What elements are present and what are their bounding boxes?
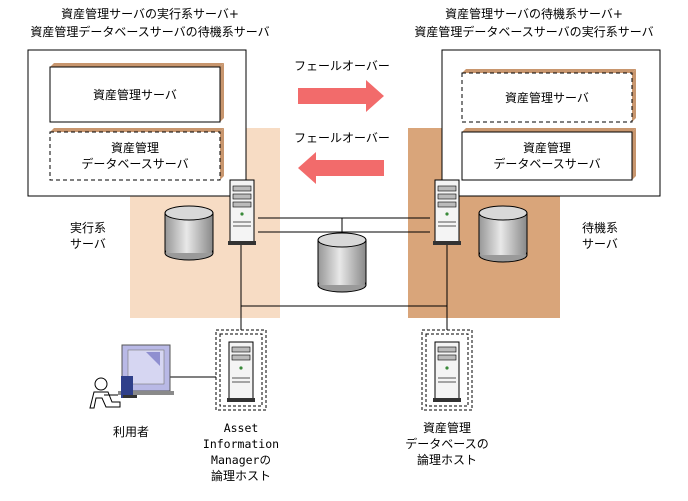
- standby-role-line1: 待機系: [582, 220, 618, 235]
- db-host-label-line1: 資産管理: [423, 420, 471, 435]
- left-server-tower-icon: [228, 179, 256, 245]
- left-db-server-label-line2: データベースサーバ: [81, 156, 188, 171]
- right-asset-server-box: [461, 72, 633, 123]
- db-host-label-line2: データベースの: [405, 436, 488, 451]
- left-server-title-line2: 資産管理データベースサーバの待機系サーバ: [30, 24, 269, 39]
- aim-host-label-line1: Asset: [224, 421, 259, 435]
- right-db-server-box: [461, 131, 633, 181]
- left-server-title-line1: 資産管理サーバの実行系サーバ+: [61, 6, 239, 21]
- right-server-tower-icon: [433, 179, 461, 245]
- active-role-line2: サーバ: [70, 237, 106, 251]
- user-person-icon: [89, 377, 121, 409]
- active-role-line1: 実行系: [70, 220, 106, 235]
- db-logical-host-icon: [421, 329, 473, 411]
- right-server-title-line1: 資産管理サーバの待機系サーバ+: [445, 6, 623, 21]
- right-db-server-box-side: [632, 128, 636, 180]
- standby-role-line2: サーバ: [582, 237, 618, 251]
- left-local-disk-icon: [164, 205, 214, 261]
- aim-host-label-line4: 論理ホスト: [211, 468, 271, 483]
- user-label: 利用者: [113, 425, 149, 439]
- left-asset-server-box-side: [220, 63, 224, 122]
- aim-logical-host-icon: [215, 329, 267, 411]
- db-host-label-line3: 論理ホスト: [417, 452, 477, 467]
- aim-host-label-line3: Managerの: [211, 453, 271, 467]
- right-db-server-label-line2: データベースサーバ: [493, 156, 600, 171]
- right-local-disk-icon: [478, 205, 528, 263]
- left-asset-server-label: 資産管理サーバ: [93, 87, 177, 102]
- failover-label-bottom: フェールオーバー: [294, 131, 390, 145]
- right-db-server-label-line1: 資産管理: [523, 140, 571, 155]
- left-db-server-box: [49, 131, 221, 181]
- right-asset-server-box-side: [632, 69, 636, 122]
- failover-arrow-left-icon: [298, 152, 384, 184]
- left-db-server-box-depth: [50, 128, 224, 132]
- failover-arrow-right-icon: [298, 80, 384, 112]
- right-asset-server-box-depth: [462, 69, 636, 73]
- left-asset-server-box-depth: [50, 63, 224, 67]
- user-workstation-icon: [118, 344, 174, 398]
- failover-label-top: フェールオーバー: [294, 59, 390, 73]
- right-asset-server-label: 資産管理サーバ: [505, 90, 589, 105]
- aim-host-label-line2: Information: [203, 437, 279, 451]
- right-server-title-line2: 資産管理データベースサーバの実行系サーバ: [414, 24, 653, 39]
- shared-disk-icon: [317, 232, 367, 293]
- right-db-server-box-depth: [462, 128, 636, 132]
- left-db-server-box-side: [220, 128, 224, 180]
- left-db-server-label-line1: 資産管理: [111, 140, 159, 155]
- left-asset-server-box: [49, 66, 221, 123]
